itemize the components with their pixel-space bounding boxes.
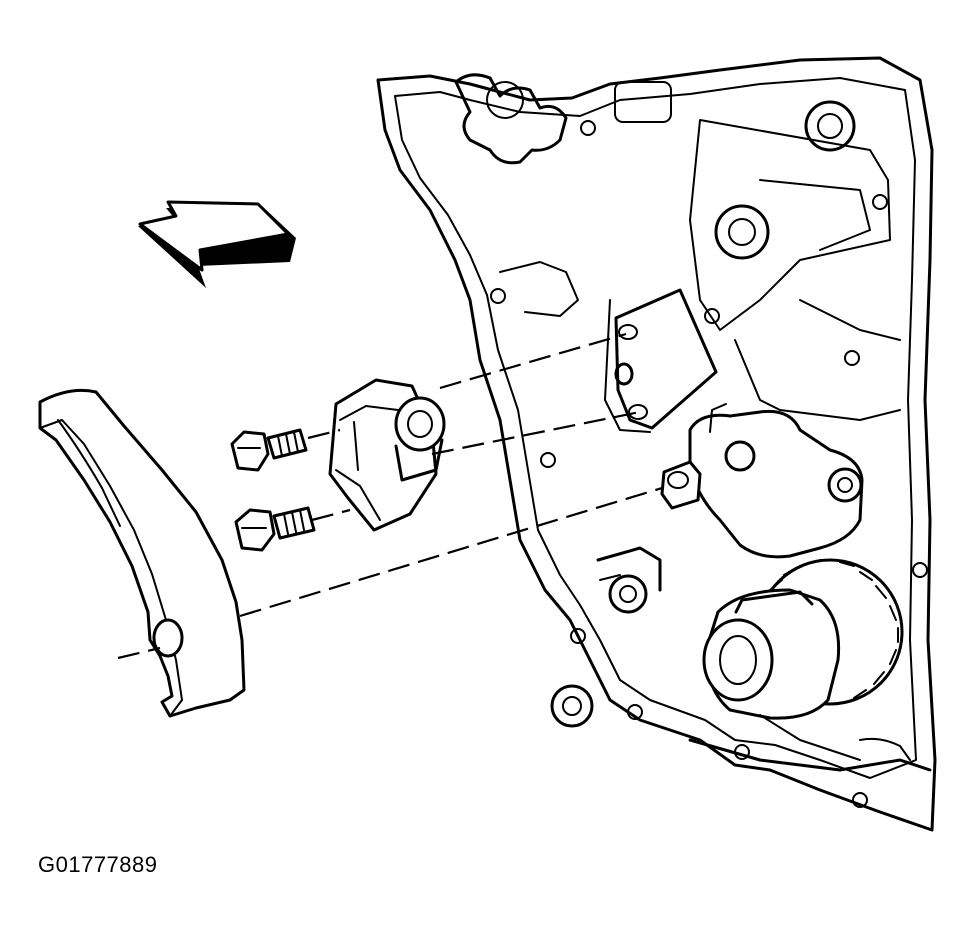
figure-id-label: G01777889 xyxy=(38,852,158,877)
timing-chain-tensioner xyxy=(328,378,446,532)
front-direction-arrow-icon xyxy=(138,200,296,288)
tensioner-bolt-upper xyxy=(230,428,308,472)
crankshaft-sprocket-area xyxy=(550,403,932,772)
engine-front-cover xyxy=(376,56,937,832)
alignment-lines xyxy=(117,332,683,660)
tensioner-bolt-lower xyxy=(234,506,316,552)
crank-sprocket-teeth xyxy=(769,559,899,705)
timing-chain-guide xyxy=(38,388,246,718)
guide-pivot-stud xyxy=(660,460,702,510)
tensioner-mount-pad xyxy=(614,288,718,430)
